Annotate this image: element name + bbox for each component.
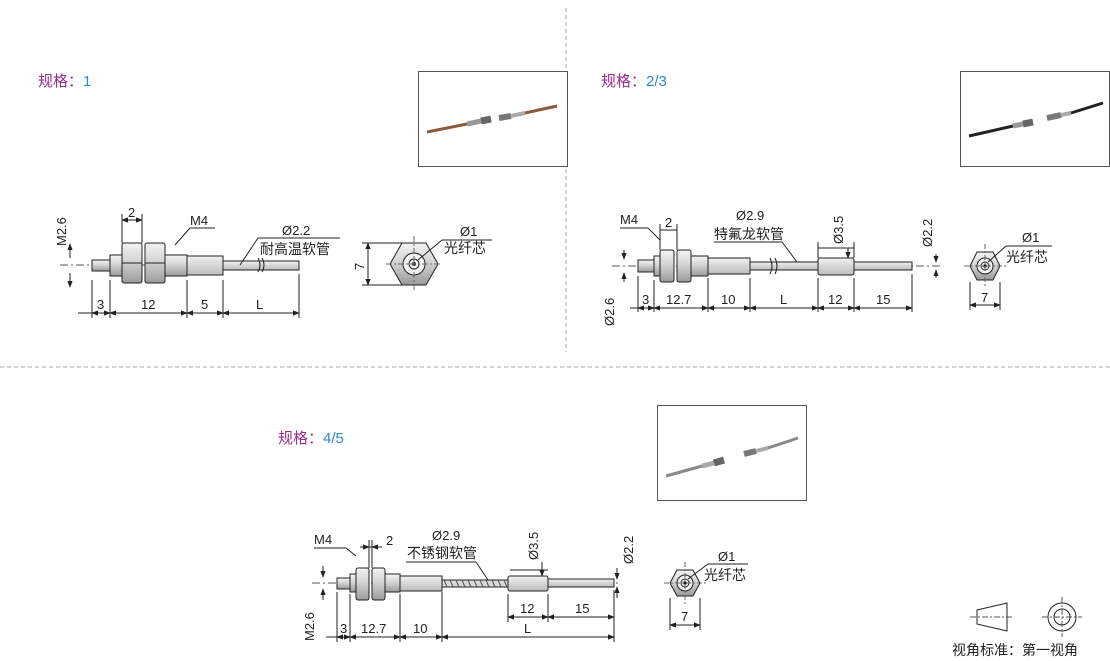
d2-tube-label: 特氟龙软管 (714, 227, 784, 243)
d1-dim-12: 12 (141, 297, 155, 312)
d1-dim-5: 5 (201, 297, 208, 312)
d3-tube-label: 不锈钢软管 (407, 546, 477, 562)
d2-dim-3: 3 (642, 292, 649, 307)
first-angle-projection-symbol (970, 597, 1082, 637)
product-photo-1 (418, 71, 568, 167)
d3-thread-label: M4 (314, 532, 332, 547)
d1-dim-L: L (256, 297, 263, 312)
d2-dim-12-7: 12.7 (666, 292, 691, 307)
d2-dim-L: L (780, 292, 787, 307)
d3-tip-dia: Ø3.5 (526, 532, 541, 560)
d2-m-label: Ø2.6 (602, 298, 617, 326)
d3-m-label: M2.6 (302, 612, 317, 641)
d3-dim-10: 10 (413, 621, 427, 636)
spec-value: 4/5 (323, 430, 344, 447)
d3-dim-15: 15 (575, 601, 589, 616)
drawing-1-labels: M2.6 2 M4 Ø2.2 耐高温软管 3 12 5 L 7 Ø1 光纤芯 (54, 205, 486, 312)
d3-core-dia: Ø1 (718, 549, 735, 564)
fiber-cable-image (665, 436, 799, 478)
d1-nut-dim: 2 (128, 205, 135, 220)
drawing-spec-2 (612, 224, 1052, 312)
d3-dim-12-7: 12.7 (361, 621, 386, 636)
d1-thread-label: M4 (190, 213, 208, 228)
d2-dia-label: Ø2.9 (736, 208, 764, 223)
d3-dim-L: L (524, 621, 531, 636)
d2-dim-10: 10 (721, 292, 735, 307)
spec-value: 2/3 (646, 73, 667, 90)
d3-core-label: 光纤芯 (704, 568, 746, 584)
d1-dia-label: Ø2.2 (282, 223, 310, 238)
spec-label: 规格： (601, 73, 647, 90)
drawing-3-labels: M4 2 Ø2.9 不锈钢软管 Ø3.5 Ø2.2 M2.6 3 12.7 10… (302, 528, 746, 641)
d2-hex-width: 7 (981, 290, 988, 305)
d1-m-label: M2.6 (54, 217, 69, 246)
d2-thread-label: M4 (620, 212, 638, 227)
d3-end-dia: Ø2.2 (621, 536, 636, 564)
spec-2-title: 规格：2/3 (601, 70, 667, 91)
d1-hex-height: 7 (352, 263, 367, 270)
drawing-spec-4-5 (312, 540, 748, 642)
d2-dim-12: 12 (828, 292, 842, 307)
drawing-2-labels: M4 2 Ø2.9 特氟龙软管 Ø3.5 Ø2.2 Ø2.6 3 12.7 10… (602, 208, 1048, 326)
spec-3-title: 规格：4/5 (278, 427, 344, 448)
d2-core-label: 光纤芯 (1006, 250, 1048, 266)
d1-tube-label: 耐高温软管 (260, 241, 330, 258)
drawing-spec-1 (60, 214, 492, 318)
d2-dim-15: 15 (876, 292, 890, 307)
d3-hex-width: 7 (681, 609, 688, 624)
spec-label: 规格： (38, 73, 84, 90)
d3-dim-3: 3 (340, 621, 347, 636)
d1-dim-3: 3 (97, 297, 104, 312)
d1-core-dia: Ø1 (460, 224, 477, 239)
fiber-cable-image (968, 101, 1104, 138)
product-photo-2 (960, 71, 1110, 167)
d2-nut-dim: 2 (665, 215, 672, 230)
spec-1-title: 规格：1 (38, 70, 91, 91)
product-photo-3 (657, 405, 807, 501)
spec-value: 1 (83, 73, 92, 90)
view-standard-label: 视角标准：第一视角 (952, 643, 1078, 659)
d2-core-dia: Ø1 (1022, 230, 1039, 245)
d3-nut-dim: 2 (386, 533, 393, 548)
fiber-cable-image (426, 104, 558, 134)
d2-end-dia: Ø2.2 (920, 219, 935, 247)
spec-label: 规格： (278, 430, 324, 447)
d1-core-label: 光纤芯 (444, 241, 486, 257)
d2-tip-dia: Ø3.5 (831, 216, 846, 244)
d3-dim-12: 12 (520, 601, 534, 616)
d3-dia-label: Ø2.9 (432, 528, 460, 543)
